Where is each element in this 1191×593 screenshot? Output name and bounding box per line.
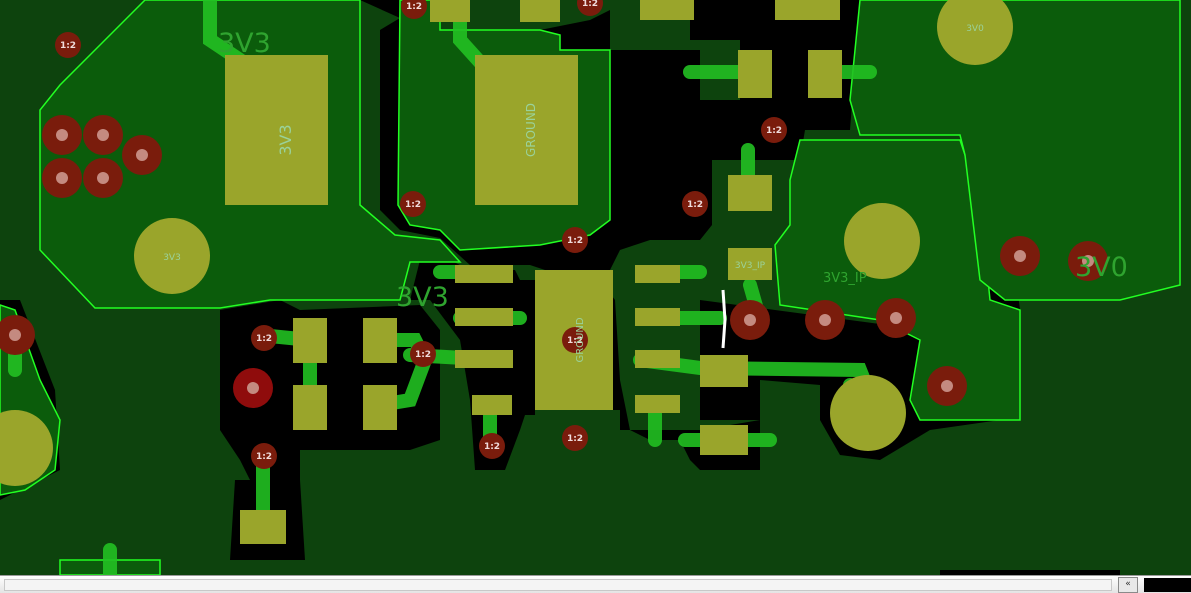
net-label-ground-pad: GROUND	[524, 103, 538, 157]
via-label: 1:2	[567, 236, 583, 246]
via-label: 1:2	[256, 334, 272, 344]
via-label: 1:2	[60, 41, 76, 51]
round-pads	[0, 0, 1013, 486]
round-pad-3v3-left	[134, 218, 210, 294]
scroll-left-button[interactable]: «	[1118, 577, 1138, 593]
pour-3v0-right	[849, 0, 1181, 301]
net-label-3v3-ip: 3V3_IP	[823, 271, 867, 286]
status-bar: «	[0, 575, 1191, 593]
via-label: 1:2	[687, 200, 703, 210]
horizontal-scrollbar[interactable]	[4, 579, 1112, 591]
large-vias	[0, 115, 1108, 408]
net-label-3v0-right: 3V0	[1075, 252, 1128, 283]
net-label-3v3-top: 3V3	[218, 28, 271, 59]
net-labels-small: 3V3 GROUND GROUND 3V3 3V0 3V3_IP	[163, 24, 984, 363]
round-pad-3v0	[937, 0, 1013, 65]
via-label: 1:2	[567, 336, 583, 346]
net-label-3v3-ip-pad: 3V3_IP	[735, 261, 766, 271]
net-label-3v3-pad: 3V3	[276, 124, 295, 155]
net-label-ground-center: GROUND	[575, 317, 586, 362]
via-label: 1:2	[406, 2, 422, 12]
net-labels-large: 3V3 3V3 3V0 3V3_IP	[218, 28, 1128, 313]
layer-color-swatch[interactable]	[1144, 578, 1191, 592]
via-label: 1:2	[582, 0, 598, 9]
net-label-3v3-mid: 3V3	[396, 282, 449, 313]
pad-ground-large	[475, 55, 578, 205]
pcb-layout-canvas[interactable]: 1:2 1:2 1:2 1:2 1:2 1:2 1:2 1:2 1:2 1:2 …	[0, 0, 1191, 575]
net-label-3v0-round: 3V0	[966, 24, 984, 34]
via-label: 1:2	[766, 126, 782, 136]
cursor-mark	[721, 289, 727, 349]
via-label: 1:2	[484, 442, 500, 452]
round-pad-3v3-ip	[844, 203, 920, 279]
via-label: 1:2	[415, 350, 431, 360]
via-label: 1:2	[405, 200, 421, 210]
pad-3v3-large	[225, 55, 328, 205]
via-label: 1:2	[256, 452, 272, 462]
small-vias: 1:2 1:2 1:2 1:2 1:2 1:2 1:2 1:2 1:2 1:2 …	[55, 0, 787, 469]
net-label-3v3-round: 3V3	[163, 253, 181, 263]
via-label: 1:2	[567, 434, 583, 444]
